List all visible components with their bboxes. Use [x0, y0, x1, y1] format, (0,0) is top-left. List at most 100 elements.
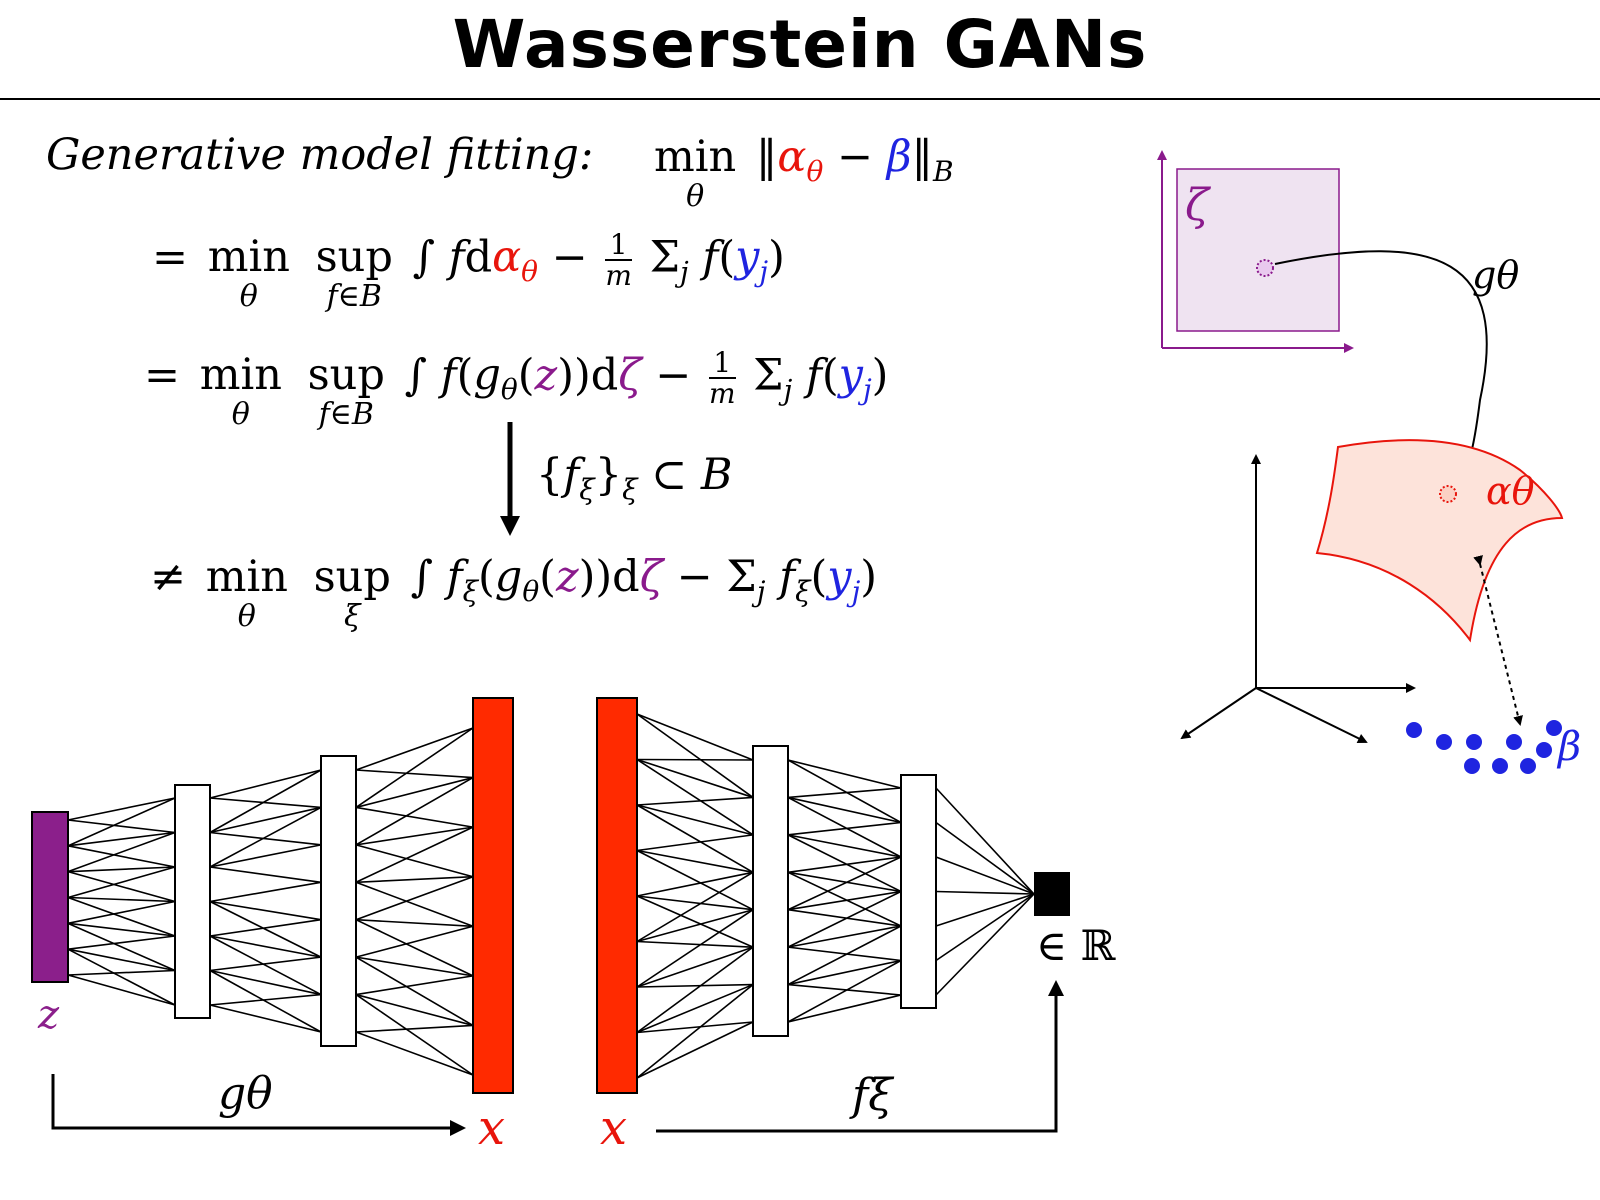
zeta-label: ζ	[1185, 180, 1212, 231]
connection-edge	[636, 804, 754, 873]
connection-edge	[355, 776, 474, 846]
connection-edge	[355, 727, 474, 771]
connection-edge	[209, 918, 322, 937]
latent-input-layer	[31, 811, 69, 983]
title-divider	[0, 98, 1600, 100]
generated-point	[1439, 485, 1457, 503]
connection-edge	[935, 787, 1035, 895]
discriminator-input-layer	[596, 697, 638, 1094]
connection-edge	[67, 948, 176, 1006]
connection-edge	[787, 834, 902, 858]
connection-edge	[355, 769, 474, 779]
discriminator-hidden-layer-2	[900, 774, 937, 1009]
connection-edge	[787, 959, 902, 986]
real-output-label: ∈ ℝ	[1036, 921, 1116, 970]
connection-edge	[209, 806, 322, 834]
generated-manifold	[1315, 439, 1564, 643]
connection-edge	[209, 956, 322, 972]
latent-box	[1176, 168, 1340, 332]
connection-edge	[67, 969, 176, 976]
connection-edge	[636, 758, 754, 799]
connection-edge	[636, 1021, 754, 1034]
connection-edge	[935, 821, 1035, 895]
g-theta-network-label: gθ	[218, 1068, 273, 1119]
connection-edge	[636, 983, 754, 1034]
connection-edge	[787, 834, 902, 893]
connection-edge	[636, 871, 754, 897]
connection-edge	[355, 776, 474, 809]
connection-edge	[636, 834, 754, 852]
connection-edge	[67, 831, 176, 847]
connection-edge	[355, 881, 474, 928]
connection-edge	[67, 819, 176, 834]
connection-edge	[355, 975, 474, 996]
discriminator-hidden-layer-1	[752, 745, 789, 1037]
connection-edge	[355, 875, 474, 884]
step-arrow	[500, 422, 520, 536]
connection-edge	[355, 875, 474, 921]
connection-edge	[67, 797, 176, 821]
f-xi-network-label: fξ	[849, 1070, 895, 1121]
connection-edge	[209, 881, 322, 903]
connection-edge	[636, 849, 754, 911]
connection-edge	[787, 983, 902, 996]
generator-connections	[67, 727, 474, 1076]
connection-edge	[67, 922, 176, 972]
connection-edge	[67, 896, 176, 937]
connection-edge	[209, 935, 322, 958]
connection-edge	[209, 969, 322, 996]
connection-edge	[787, 959, 902, 1023]
connection-edge	[787, 856, 902, 911]
connection-edge	[935, 890, 1035, 895]
discriminator-arrow	[656, 994, 1058, 1133]
connection-edge	[935, 893, 1035, 927]
connection-edge	[935, 856, 1035, 895]
connection-edge	[787, 821, 902, 836]
connection-edge	[355, 1031, 474, 1076]
equation-label: Generative model fitting:	[46, 130, 594, 180]
connection-edge	[355, 993, 474, 1076]
z-label: z	[37, 992, 60, 1038]
connection-edge	[67, 866, 176, 899]
connection-edge	[787, 759, 902, 789]
connection-edge	[787, 796, 902, 858]
connection-edge	[636, 1021, 754, 1079]
connection-edge	[355, 925, 474, 958]
connection-edge	[67, 922, 176, 937]
connection-edge	[636, 895, 754, 948]
latent-space: ζ	[1157, 150, 1354, 353]
connection-edge	[636, 895, 754, 911]
g-theta-diagram-label: gθ	[1472, 253, 1519, 297]
beta-samples	[1406, 720, 1562, 774]
x-generated-label: x	[478, 1100, 505, 1156]
distance-arrow	[1473, 555, 1523, 726]
connection-edge	[787, 890, 902, 911]
connection-edge	[787, 925, 902, 986]
connection-edge	[355, 826, 474, 846]
connection-edge	[636, 849, 754, 874]
connection-edge	[787, 871, 902, 893]
x-input-label: x	[600, 1100, 627, 1156]
connection-edge	[209, 935, 322, 996]
connection-edge	[209, 831, 322, 846]
connection-edge	[67, 935, 176, 950]
connection-edge	[636, 804, 754, 836]
equation-line-1: Generative model fitting:	[46, 134, 593, 177]
connection-edge	[67, 831, 176, 873]
connection-edge	[636, 983, 754, 1079]
connection-edge	[636, 909, 754, 988]
connection-edge	[636, 758, 754, 761]
connection-edge	[209, 969, 322, 1033]
connection-edge	[636, 940, 754, 948]
connection-edge	[787, 871, 902, 927]
connection-edge	[355, 918, 474, 928]
connection-edge	[787, 856, 902, 874]
generator-hidden-layer-1	[174, 784, 211, 1019]
connection-edge	[935, 893, 1035, 962]
generator-output-layer	[472, 697, 514, 1094]
connection-edge	[67, 900, 176, 925]
connection-edge	[67, 974, 176, 1006]
